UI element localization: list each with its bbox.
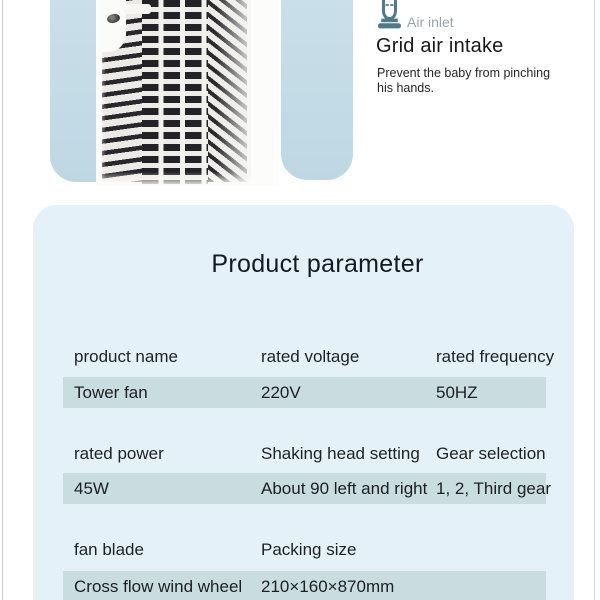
- spec-header: Gear selection: [436, 444, 546, 463]
- spec-header: product name: [74, 347, 178, 366]
- spec-value-row-2: 45W About 90 left and right 1, 2, Third …: [63, 473, 551, 504]
- page-edge-line-left: [1, 0, 3, 600]
- spec-header-row-3: fan blade Packing size: [63, 539, 546, 560]
- spec-value: 50HZ: [436, 383, 478, 402]
- fan-photo-shading: [96, 0, 251, 186]
- spec-value-row-3: Cross flow wind wheel 210×160×870mm: [63, 571, 546, 600]
- spec-header: rated voltage: [261, 347, 360, 366]
- air-inlet-label: Air inlet: [407, 14, 454, 30]
- spec-value: Cross flow wind wheel: [74, 577, 243, 596]
- product-parameter-panel: Product parameter product name rated vol…: [33, 205, 574, 600]
- spec-header: rated frequency: [436, 347, 555, 366]
- spec-value: About 90 left and right: [261, 479, 428, 498]
- spec-value: 45W: [74, 479, 109, 498]
- spec-header: Shaking head setting: [261, 444, 420, 463]
- spec-value: Tower fan: [74, 383, 148, 402]
- spec-value: 220V: [261, 383, 301, 402]
- spec-header: fan blade: [74, 540, 144, 559]
- air-inlet-icon: [378, 0, 401, 29]
- panel-title: Product parameter: [211, 250, 424, 278]
- spec-value-row-1: Tower fan 220V 50HZ: [63, 377, 546, 408]
- page-edge-line-right: [594, 0, 596, 600]
- spec-header-row-2: rated power Shaking head setting Gear se…: [63, 443, 546, 464]
- spec-header: Packing size: [261, 540, 357, 559]
- feature-description: Prevent the baby from pinching his hands…: [377, 66, 551, 95]
- spec-value: 1, 2, Third gear: [436, 479, 551, 498]
- tower-fan-photo: [96, 0, 279, 186]
- spec-value: 210×160×870mm: [261, 577, 395, 596]
- feature-title: Grid air intake: [376, 35, 504, 57]
- decor-card: [281, 0, 353, 180]
- spec-header-row-1: product name rated voltage rated frequen…: [63, 346, 554, 367]
- spec-header: rated power: [74, 444, 164, 463]
